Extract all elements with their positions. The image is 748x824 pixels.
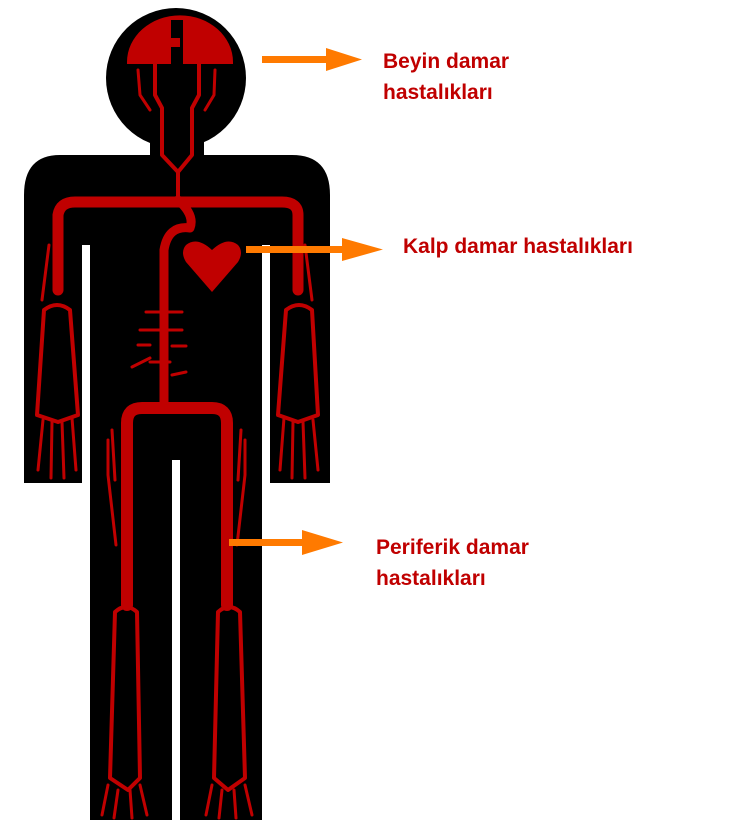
brain-vascular-diseases-label: Beyin damar hastalıkları: [383, 46, 509, 108]
peripheral-label-line2: hastalıkları: [376, 563, 529, 594]
arrow-right-icon-brain: [262, 48, 362, 71]
heart-label-line1: Kalp damar hastalıkları: [403, 231, 633, 262]
peripheral-label-line1: Periferik damar: [376, 532, 529, 563]
brain-label-line1: Beyin damar: [383, 46, 509, 77]
heart-vascular-diseases-label: Kalp damar hastalıkları: [403, 231, 633, 262]
peripheral-vascular-diseases-label: Periferik damar hastalıkları: [376, 532, 529, 594]
brain-label-line2: hastalıkları: [383, 77, 509, 108]
